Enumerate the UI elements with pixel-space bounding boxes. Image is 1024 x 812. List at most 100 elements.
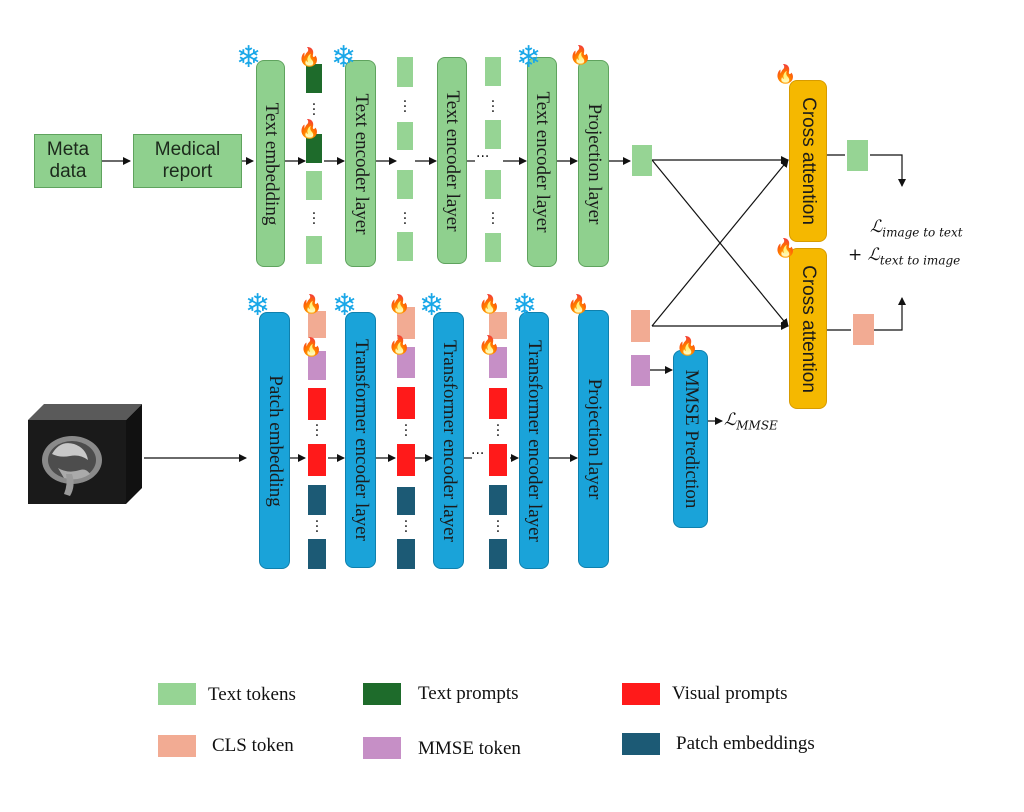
legend-swatch-mmse-token xyxy=(363,737,401,759)
mmse-prediction-label: MMSE Prediction xyxy=(680,369,702,509)
text-encoder-layer-label: Text encoder layer xyxy=(350,92,372,235)
patch-embedding-token xyxy=(397,487,415,515)
transformer-encoder-layer-2: Transformer encoder layer xyxy=(433,312,464,569)
text-token xyxy=(397,232,413,261)
snowflake-icon: ❄ xyxy=(419,288,445,323)
image-mmse-output-token xyxy=(631,355,650,386)
cross-attention-top: Cross attention xyxy=(789,80,827,242)
flame-icon: 🔥 xyxy=(774,64,797,85)
legend-swatch-text-prompts xyxy=(363,683,401,705)
snowflake-icon: ❄ xyxy=(236,40,262,75)
medical-report-box: Medical report xyxy=(133,134,242,188)
snowflake-icon: ❄ xyxy=(245,288,271,323)
mmse-token xyxy=(397,347,415,378)
loss-symbol: ℒ xyxy=(867,245,880,265)
legend-label: Text prompts xyxy=(418,683,519,704)
text-token xyxy=(397,57,413,87)
loss-symbol: ℒ xyxy=(724,410,737,430)
ellipsis: ··· xyxy=(403,514,409,540)
ellipsis: ··· xyxy=(403,418,409,444)
cls-token xyxy=(308,311,326,338)
flame-icon: 🔥 xyxy=(569,45,592,66)
patch-embedding-label: Patch embedding xyxy=(264,374,286,507)
ellipsis: ··· xyxy=(471,446,485,462)
cls-token xyxy=(397,307,415,339)
transformer-encoder-layer-1: Transformer encoder layer xyxy=(345,312,376,568)
loss-mmse: ℒMMSE xyxy=(724,410,778,432)
ellipsis: ··· xyxy=(490,206,496,232)
legend-swatch-visual-prompts xyxy=(622,683,660,705)
text-encoder-layer-2: Text encoder layer xyxy=(437,57,467,264)
transformer-encoder-layer-label: Transformer encoder layer xyxy=(524,339,545,542)
meta-data-label: Meta data xyxy=(46,139,90,182)
visual-prompt-token xyxy=(489,388,507,419)
flame-icon: 🔥 xyxy=(478,294,501,315)
text-prompt-token xyxy=(306,134,322,163)
legend-label: Patch embeddings xyxy=(676,733,815,754)
cross-attention-label: Cross attention xyxy=(798,97,819,225)
plus-sign: + xyxy=(848,245,863,265)
patch-embedding-token xyxy=(489,485,507,515)
ellipsis: ··· xyxy=(311,206,317,232)
visual-prompt-token xyxy=(397,444,415,476)
loss-subscript: image to text xyxy=(882,225,963,240)
transformer-encoder-layer-label: Transformer encoder layer xyxy=(350,339,372,541)
flame-icon: 🔥 xyxy=(300,294,323,315)
ellipsis: ··· xyxy=(311,97,317,123)
ellipsis: ··· xyxy=(314,514,320,540)
ellipsis: ··· xyxy=(495,418,501,444)
text-encoder-layer-3: Text encoder layer xyxy=(527,57,557,267)
text-token xyxy=(397,122,413,150)
text-prompt-token xyxy=(306,64,322,93)
ellipsis: ··· xyxy=(402,94,408,120)
mmse-token xyxy=(489,347,507,378)
text-cls-output-token xyxy=(632,145,652,176)
loss-subscript: text to image xyxy=(879,253,961,268)
patch-embedding-token xyxy=(308,485,326,515)
ellipsis: ··· xyxy=(402,206,408,232)
legend-swatch-text-tokens xyxy=(158,683,196,705)
visual-prompt-token xyxy=(489,444,507,476)
flame-icon: 🔥 xyxy=(388,294,411,315)
legend-label: Text tokens xyxy=(208,684,296,705)
transformer-encoder-layer-label: Transformer encoder layer xyxy=(438,339,460,542)
flame-icon: 🔥 xyxy=(478,335,501,356)
flame-icon: 🔥 xyxy=(567,294,590,315)
snowflake-icon: ❄ xyxy=(332,288,358,323)
text-encoder-layer-1: Text encoder layer xyxy=(345,60,376,267)
text-projection-layer: Projection layer xyxy=(578,60,609,267)
projection-layer-label: Projection layer xyxy=(583,378,605,500)
snowflake-icon: ❄ xyxy=(512,288,538,323)
loss-subscript: MMSE xyxy=(736,418,778,433)
medical-report-label: Medical report xyxy=(154,139,221,182)
visual-prompt-token xyxy=(308,388,326,420)
text-encoder-layer-label: Text encoder layer xyxy=(442,89,463,232)
visual-prompt-token xyxy=(308,444,326,476)
snowflake-icon: ❄ xyxy=(516,40,542,75)
legend-swatch-cls-token xyxy=(158,735,196,757)
flame-icon: 🔥 xyxy=(676,336,699,357)
text-token xyxy=(306,171,322,200)
mri-volume-image xyxy=(28,404,142,504)
text-output-token xyxy=(847,140,868,171)
text-embedding-layer: Text embedding xyxy=(256,60,285,267)
transformer-encoder-layer-3: Transformer encoder layer xyxy=(519,312,549,569)
visual-prompt-token xyxy=(397,387,415,419)
mmse-token xyxy=(308,351,326,380)
mmse-prediction-head: MMSE Prediction xyxy=(673,350,708,528)
cross-attention-label: Cross attention xyxy=(798,264,819,393)
snowflake-icon: ❄ xyxy=(331,40,357,75)
patch-embedding-token xyxy=(489,539,507,569)
flame-icon: 🔥 xyxy=(774,238,797,259)
text-encoder-layer-label: Text encoder layer xyxy=(532,91,553,233)
legend-label: CLS token xyxy=(212,735,294,756)
cls-token xyxy=(489,312,507,339)
text-token xyxy=(485,170,501,199)
ellipsis: ··· xyxy=(314,418,320,444)
patch-embedding-token xyxy=(308,539,326,569)
text-token xyxy=(306,236,322,264)
flame-icon: 🔥 xyxy=(300,337,323,358)
patch-embedding-token xyxy=(397,539,415,569)
text-token xyxy=(485,120,501,149)
